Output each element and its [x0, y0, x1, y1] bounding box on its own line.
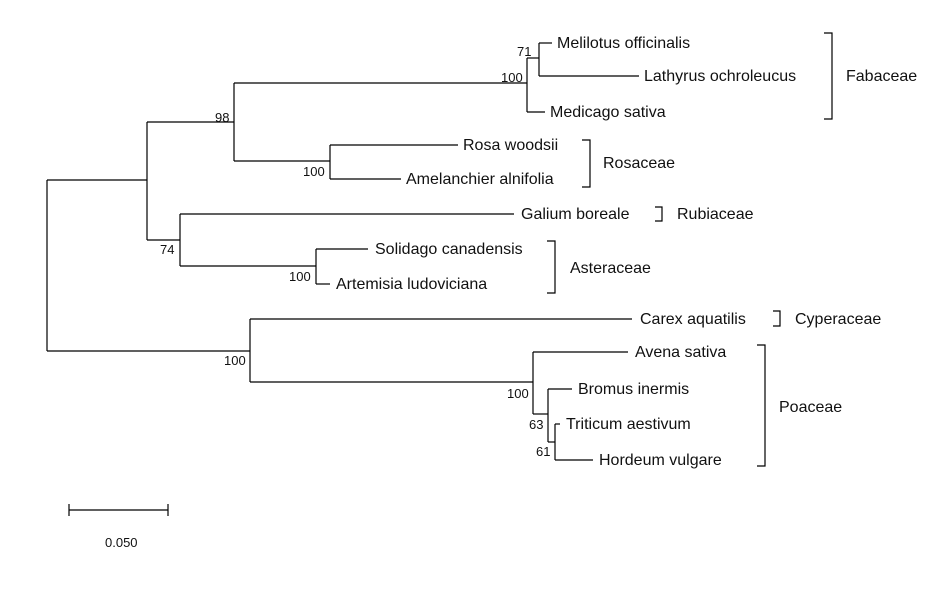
taxon-label-avena: Avena sativa [635, 344, 726, 361]
family-label-asteraceae: Asteraceae [570, 260, 651, 277]
taxon-label-galium: Galium boreale [521, 206, 630, 223]
taxon-label-melilotus: Melilotus officinalis [557, 35, 690, 52]
bootstrap-poaceae: 100 [507, 386, 529, 401]
taxon-label-bromus: Bromus inermis [578, 381, 689, 398]
bracket-asteraceae [547, 240, 556, 294]
family-label-poaceae: Poaceae [779, 399, 842, 416]
bootstrap-values: 71 100 98 100 74 100 100 100 63 61 [160, 44, 550, 459]
bootstrap-asteraceae: 100 [289, 269, 311, 284]
bootstrap-tri-hor: 61 [536, 444, 550, 459]
taxon-label-carex: Carex aquatilis [640, 311, 746, 328]
family-label-fabaceae: Fabaceae [846, 68, 917, 85]
taxon-labels: Melilotus officinalis Lathyrus ochroleuc… [336, 35, 796, 469]
taxon-label-amelanchier: Amelanchier alnifolia [406, 171, 554, 188]
bracket-fabaceae [824, 32, 833, 120]
taxon-label-triticum: Triticum aestivum [566, 416, 691, 433]
bracket-cyperaceae [773, 310, 781, 327]
bootstrap-bro-tri-hor: 63 [529, 417, 543, 432]
bracket-poaceae [757, 344, 766, 467]
family-label-rosaceae: Rosaceae [603, 155, 675, 172]
taxon-label-rosa: Rosa woodsii [463, 137, 558, 154]
taxon-label-lathyrus: Lathyrus ochroleucus [644, 68, 796, 85]
bootstrap-fabaceae: 100 [501, 70, 523, 85]
tree-branches [46, 42, 639, 461]
family-brackets [547, 32, 833, 467]
bootstrap-rosaceae: 100 [303, 164, 325, 179]
bracket-rubiaceae [655, 206, 663, 222]
scale-bar-label: 0.050 [105, 535, 138, 550]
bootstrap-rub-ast: 74 [160, 242, 174, 257]
taxon-label-artemisia: Artemisia ludoviciana [336, 276, 487, 293]
bootstrap-fab-ros: 98 [215, 110, 229, 125]
taxon-label-hordeum: Hordeum vulgare [599, 452, 722, 469]
taxon-label-medicago: Medicago sativa [550, 104, 666, 121]
bootstrap-mel-lat: 71 [517, 44, 531, 59]
bootstrap-monocots: 100 [224, 353, 246, 368]
family-label-rubiaceae: Rubiaceae [677, 206, 754, 223]
family-label-cyperaceae: Cyperaceae [795, 311, 881, 328]
scale-bar: 0.050 [68, 504, 169, 550]
taxon-label-solidago: Solidago canadensis [375, 241, 523, 258]
bracket-rosaceae [582, 139, 591, 188]
family-labels: Fabaceae Rosaceae Rubiaceae Asteraceae C… [570, 68, 917, 416]
